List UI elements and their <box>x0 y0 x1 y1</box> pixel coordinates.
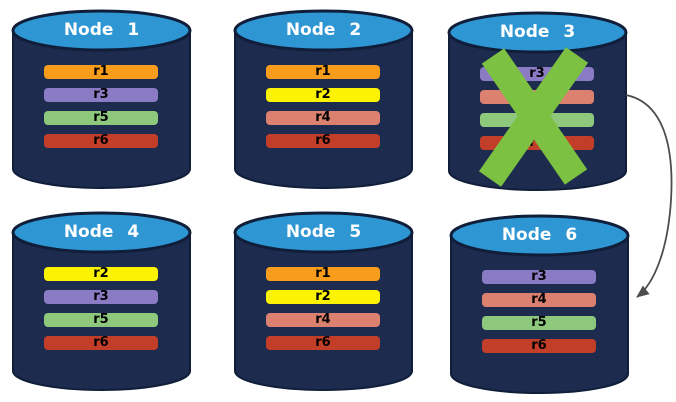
replica-bar: r4 <box>266 313 380 327</box>
replica-bar: r3 <box>44 290 158 304</box>
replica-bar: r4 <box>266 111 380 125</box>
replica-bar: r3 <box>44 88 158 102</box>
node-title: Node 1 <box>63 20 140 40</box>
node-title: Node 2 <box>285 20 362 40</box>
replica-list: r3 r4 r5 r6 <box>482 270 596 353</box>
replica-bar: r1 <box>266 267 380 281</box>
replica-bar: r6 <box>482 339 596 353</box>
replica-bar: r5 <box>482 316 596 330</box>
replica-bar: r6 <box>44 336 158 350</box>
replica-bar: r1 <box>266 65 380 79</box>
node-title: Node 4 <box>63 222 140 242</box>
node-3: Node 3 r3 r4 r5 r6 <box>446 10 629 192</box>
replica-bar: r2 <box>266 290 380 304</box>
replica-list: r1 r2 r4 r6 <box>266 65 380 148</box>
node-title: Node 5 <box>285 222 362 242</box>
replica-list: r1 r3 r5 r6 <box>44 65 158 148</box>
node-6: Node 6 r3 r4 r5 r6 <box>448 213 631 395</box>
replica-bar: r5 <box>44 313 158 327</box>
replica-bar: r6 <box>266 134 380 148</box>
replica-bar: r3 <box>482 270 596 284</box>
replica-bar: r6 <box>266 336 380 350</box>
replica-bar: r6 <box>480 136 594 150</box>
replica-list: r3 r4 r5 r6 <box>480 67 594 150</box>
node-title: Node 6 <box>501 225 578 245</box>
node-title: Node 3 <box>499 22 576 42</box>
replica-bar: r4 <box>480 90 594 104</box>
replica-bar: r5 <box>480 113 594 127</box>
node-2: Node 2 r1 r2 r4 r6 <box>232 8 415 190</box>
node-5: Node 5 r1 r2 r4 r6 <box>232 210 415 392</box>
replica-list: r1 r2 r4 r6 <box>266 267 380 350</box>
replica-bar: r5 <box>44 111 158 125</box>
replica-bar: r3 <box>480 67 594 81</box>
node-1: Node 1 r1 r3 r5 r6 <box>10 8 193 190</box>
replica-bar: r2 <box>44 267 158 281</box>
replica-bar: r6 <box>44 134 158 148</box>
node-4: Node 4 r2 r3 r5 r6 <box>10 210 193 392</box>
replica-bar: r1 <box>44 65 158 79</box>
replica-list: r2 r3 r5 r6 <box>44 267 158 350</box>
replica-bar: r4 <box>482 293 596 307</box>
replica-bar: r2 <box>266 88 380 102</box>
